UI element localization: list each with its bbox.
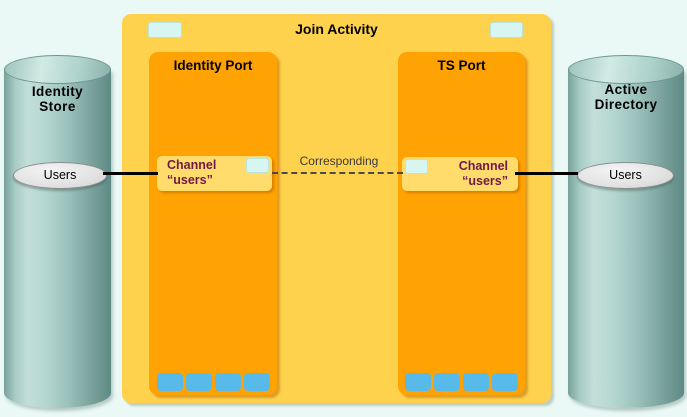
port-slot — [156, 373, 183, 391]
identity-port-channel-label: Channel “users” — [157, 158, 272, 188]
port-slot — [405, 373, 431, 391]
ts-port-channel-label-line1: Channel — [458, 159, 508, 173]
identity-store-users-entity: Users — [13, 162, 107, 189]
ts-port-channel-tab — [405, 159, 428, 174]
ts-port-title: TS Port — [437, 58, 486, 73]
identity-store-label: Identity Store — [4, 84, 111, 114]
port-slot — [214, 373, 241, 391]
port-slot — [492, 373, 518, 391]
ts-port-box: TS Port Channel “users” — [398, 52, 525, 395]
ts-port-slot-row — [398, 373, 525, 391]
identity-store-to-channel-connector — [103, 172, 158, 175]
active-directory-users-entity: Users — [577, 162, 674, 189]
active-directory-label-line2: Directory — [594, 97, 658, 112]
active-directory-cylinder-top — [568, 55, 684, 84]
identity-store-cylinder-top — [4, 55, 111, 84]
port-slot — [185, 373, 212, 391]
identity-store-users-label: Users — [43, 168, 77, 182]
identity-port-box: Identity Port Channel “users” — [149, 52, 277, 395]
identity-store-label-line2: Store — [39, 99, 76, 114]
ts-port-channel-label-line2: “users” — [462, 174, 508, 188]
ts-port-channel-label: Channel “users” — [402, 159, 518, 189]
identity-store-cylinder — [4, 69, 111, 408]
active-directory-label-line1: Active — [604, 82, 648, 97]
join-activity-tab-right — [490, 22, 523, 38]
corresponding-label: Corresponding — [299, 154, 379, 168]
identity-port-channel-tab — [246, 158, 269, 173]
port-slot — [434, 373, 460, 391]
identity-port-title: Identity Port — [173, 58, 253, 73]
join-activity-box: Join Activity Identity Port Channel “use… — [122, 14, 551, 403]
identity-store-label-line1: Identity — [31, 84, 84, 99]
identity-port-slot-row — [149, 373, 277, 391]
identity-port-channel-label-line2: “users” — [167, 173, 213, 187]
join-activity-tab-left — [148, 22, 182, 38]
active-directory-label: Active Directory — [568, 82, 684, 112]
corresponding-dashed-connector — [272, 172, 403, 174]
channel-to-active-directory-connector — [515, 172, 578, 175]
ts-port-channel-box: Channel “users” — [402, 157, 518, 191]
active-directory-users-label: Users — [609, 168, 642, 182]
identity-port-channel-box: Channel “users” — [157, 156, 272, 191]
port-slot — [463, 373, 489, 391]
port-slot — [243, 373, 270, 391]
identity-port-channel-label-line1: Channel — [167, 158, 217, 172]
active-directory-cylinder — [568, 69, 684, 408]
join-activity-title: Join Activity — [295, 21, 378, 37]
